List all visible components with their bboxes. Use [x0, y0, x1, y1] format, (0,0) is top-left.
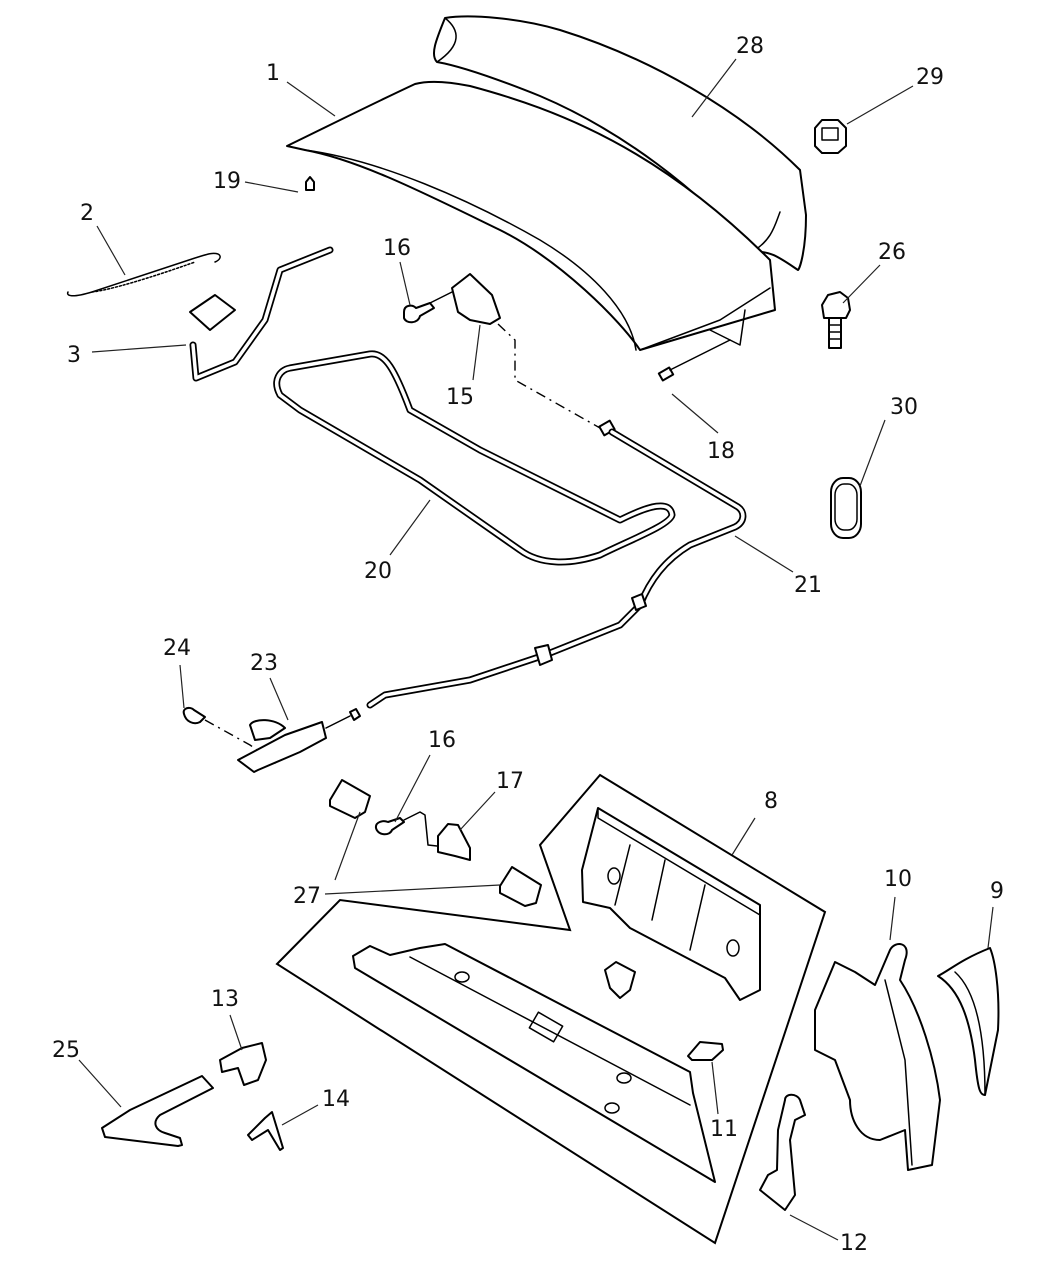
callout-19[interactable]: 19: [213, 169, 241, 194]
hinge-bracket-part: [219, 1042, 267, 1086]
callout-16-lower[interactable]: 16: [428, 728, 456, 753]
nut-part: [814, 119, 847, 154]
release-handle-part: [182, 706, 361, 773]
callout-2[interactable]: 2: [80, 201, 94, 226]
callout-29[interactable]: 29: [916, 65, 944, 90]
callout-25[interactable]: 25: [52, 1038, 80, 1063]
striker-part: [374, 811, 471, 861]
pad-part-lower: [499, 866, 542, 907]
callout-10[interactable]: 10: [884, 867, 912, 892]
callout-15[interactable]: 15: [446, 385, 474, 410]
callout-27[interactable]: 27: [293, 884, 321, 909]
support-bracket-part: [759, 1093, 806, 1211]
cable-end-part: [657, 339, 731, 382]
latch-cable-dashline: [497, 323, 601, 429]
callout-8[interactable]: 8: [764, 789, 778, 814]
callout-labels: 1 2 3 8 9 10 11 12 13 14 15 16 16 17 18 …: [52, 34, 1004, 1256]
callout-17[interactable]: 17: [496, 769, 524, 794]
pad-part-upper: [329, 779, 371, 819]
callout-13[interactable]: 13: [211, 987, 239, 1012]
callout-3[interactable]: 3: [67, 343, 81, 368]
callout-21[interactable]: 21: [794, 573, 822, 598]
callout-26[interactable]: 26: [878, 240, 906, 265]
callout-9[interactable]: 9: [990, 879, 1004, 904]
quarter-trim-part: [937, 947, 1000, 1096]
callout-18[interactable]: 18: [707, 439, 735, 464]
deck-lid-part: [286, 80, 776, 351]
rear-shelf-panel-group: [275, 773, 827, 1245]
callout-11[interactable]: 11: [710, 1117, 738, 1142]
callout-20[interactable]: 20: [364, 559, 392, 584]
latch-upper-part: [403, 273, 501, 325]
bumper-stop-part: [305, 176, 315, 191]
release-cable-part: [366, 419, 747, 709]
callout-1[interactable]: 1: [266, 61, 280, 86]
plug-grommet-part: [830, 477, 862, 539]
torsion-bar-part: [189, 246, 334, 382]
adjustable-stop-part: [821, 291, 851, 349]
wheelhouse-extension-part: [814, 943, 941, 1171]
callout-16-upper[interactable]: 16: [383, 236, 411, 261]
spoiler-part: [433, 15, 807, 271]
callout-14[interactable]: 14: [322, 1087, 350, 1112]
weatherstrip-part: [273, 350, 676, 566]
hinge-arm-part: [101, 1075, 214, 1147]
callout-23[interactable]: 23: [250, 651, 278, 676]
leader-lines: [78, 58, 994, 1241]
callout-28[interactable]: 28: [736, 34, 764, 59]
torsion-spring-part: [66, 252, 221, 297]
small-bracket-part: [247, 1111, 284, 1151]
callout-30[interactable]: 30: [890, 395, 918, 420]
callout-12[interactable]: 12: [840, 1231, 868, 1256]
callout-24[interactable]: 24: [163, 636, 191, 661]
